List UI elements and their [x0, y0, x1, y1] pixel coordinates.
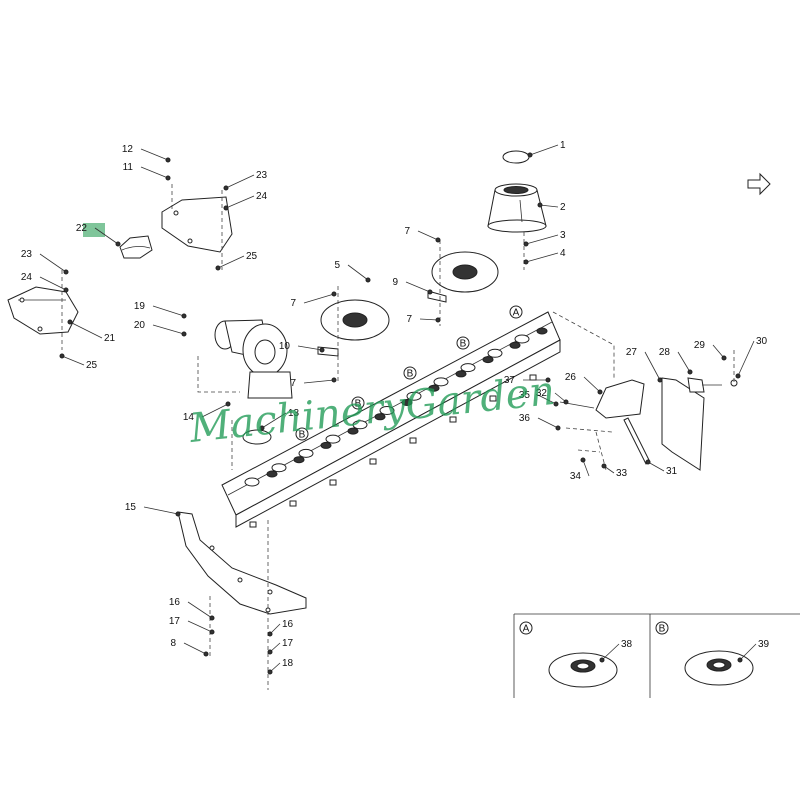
callout-35: 35 — [519, 390, 531, 401]
callout-17: 17 — [169, 616, 181, 627]
middle-disc — [317, 286, 390, 384]
view-direction-arrow-icon — [747, 172, 771, 196]
cutter-bar — [221, 311, 561, 528]
callout-33: 33 — [616, 468, 628, 479]
reference-marks: A A B B B B B — [295, 305, 669, 635]
callout-36: 36 — [519, 413, 531, 424]
reference-mark-label: A — [513, 308, 520, 319]
callout-39: 39 — [758, 639, 770, 650]
reference-mark-A — [519, 621, 533, 635]
callout-7: 7 — [290, 298, 296, 309]
callout-4: 4 — [560, 248, 566, 259]
reference-mark-B — [295, 427, 309, 441]
callout-7: 7 — [406, 314, 412, 325]
reference-mark-label: B — [659, 624, 666, 635]
callout-23: 23 — [21, 249, 33, 260]
callout-11: 11 — [123, 162, 134, 173]
callout-23: 23 — [256, 170, 268, 181]
callout-30: 30 — [756, 336, 768, 347]
reference-mark-label: B — [460, 339, 467, 350]
reference-mark-A — [509, 305, 523, 319]
callout-29: 29 — [694, 340, 706, 351]
callout-38: 38 — [621, 639, 633, 650]
callout-34: 34 — [570, 471, 582, 482]
callout-24: 24 — [256, 191, 268, 202]
callout-7: 7 — [404, 226, 410, 237]
reference-mark-label: B — [299, 430, 306, 441]
callout-16: 16 — [282, 619, 294, 630]
callout-7: 7 — [290, 378, 296, 389]
reference-mark-B — [351, 396, 365, 410]
callout-10: 10 — [279, 341, 291, 352]
callout-25: 25 — [246, 251, 258, 262]
callout-18: 18 — [282, 658, 294, 669]
top-shield — [161, 184, 233, 270]
reference-mark-label: B — [355, 399, 362, 410]
callout-32: 32 — [536, 388, 548, 399]
reference-mark-B — [403, 366, 417, 380]
callout-20: 20 — [134, 320, 146, 331]
skid-shoe — [177, 511, 307, 690]
drum-cone — [487, 150, 547, 270]
callout-labels: 1234577778910111213141516161717181920212… — [21, 140, 770, 669]
left-end-shield — [7, 270, 79, 350]
reference-mark-B — [655, 621, 669, 635]
highlight-box — [83, 223, 105, 237]
right-end-assembly — [552, 311, 738, 471]
callout-21: 21 — [104, 333, 116, 344]
reference-mark-label: A — [523, 624, 530, 635]
callout-17: 17 — [282, 638, 294, 649]
callout-15: 15 — [125, 502, 137, 513]
callout-3: 3 — [560, 230, 566, 241]
callout-2: 2 — [560, 202, 566, 213]
callout-26: 26 — [565, 372, 577, 383]
callout-14: 14 — [183, 412, 195, 423]
callout-5: 5 — [334, 260, 340, 271]
o-ring — [242, 429, 272, 445]
reference-mark-label: B — [407, 369, 414, 380]
gearbox — [197, 319, 293, 470]
callout-31: 31 — [666, 466, 678, 477]
part-22-bracket — [119, 235, 153, 259]
callout-28: 28 — [659, 347, 671, 358]
top-disc — [427, 240, 499, 326]
callout-27: 27 — [626, 347, 638, 358]
callout-9: 9 — [392, 277, 398, 288]
callout-19: 19 — [134, 301, 146, 312]
callout-24: 24 — [21, 272, 33, 283]
callout-1: 1 — [560, 140, 566, 151]
callout-13: 13 — [288, 408, 300, 419]
callout-37: 37 — [504, 375, 516, 386]
callout-22: 22 — [76, 223, 88, 234]
callout-8: 8 — [170, 638, 176, 649]
callout-16: 16 — [169, 597, 181, 608]
callout-leaders — [39, 144, 757, 675]
callout-12: 12 — [122, 144, 134, 155]
callout-25: 25 — [86, 360, 98, 371]
reference-mark-B — [456, 336, 470, 350]
